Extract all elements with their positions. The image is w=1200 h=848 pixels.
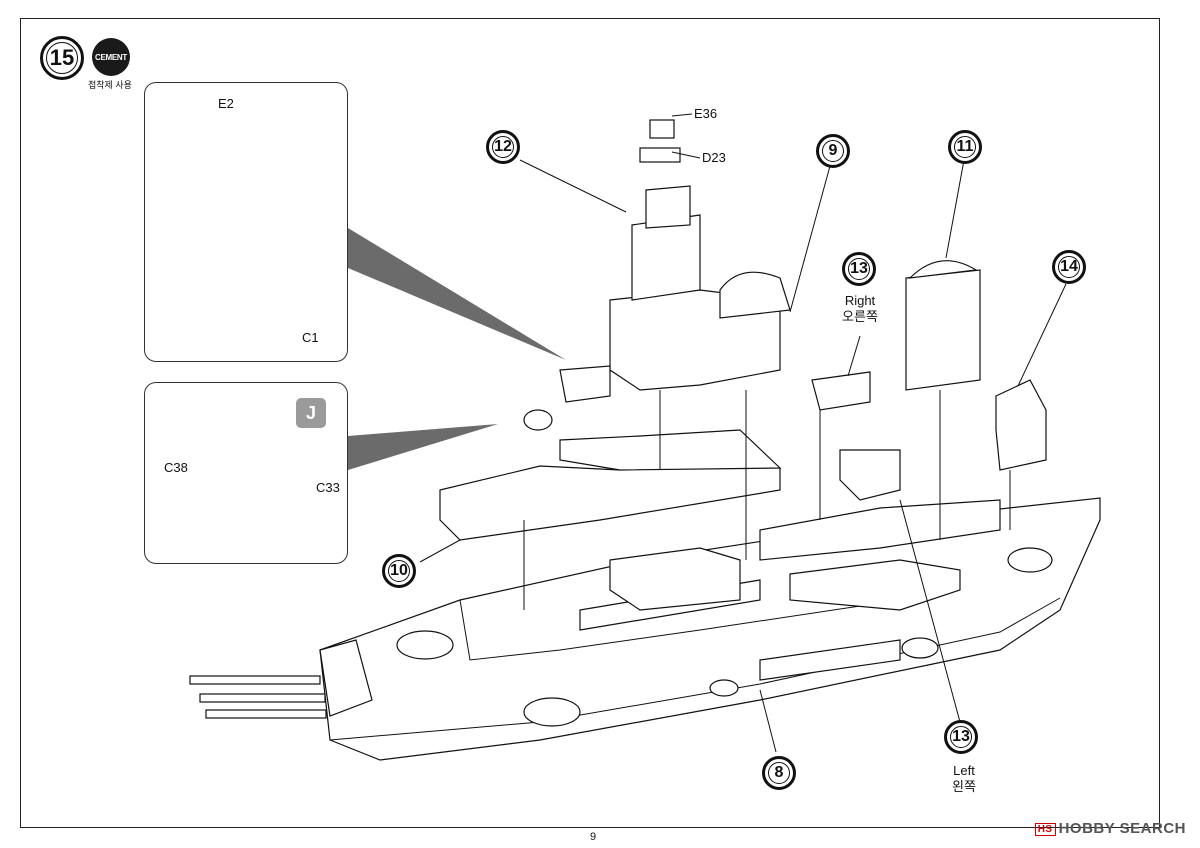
callout-9: 9 [816,134,850,168]
zoom-wedge-bottom [348,424,498,470]
deck-parts [439,371,1001,611]
side-label-left: Left 왼쪽 [942,763,986,795]
leader-lines [419,113,1067,753]
sequence-badge-j: J [296,398,326,428]
callout-13-right-number: 13 [850,260,868,277]
callout-12-number: 12 [494,138,512,155]
cement-label: CEMENT [95,52,127,62]
callout-11-number: 11 [956,138,974,155]
part-label-c1: C1 [302,330,319,345]
part-label-c38: C38 [164,460,188,475]
part-label-c33: C33 [316,480,340,495]
part-label-e2: E2 [218,96,234,111]
part-label-e36: E36 [694,106,718,121]
callout-11: 11 [948,130,982,164]
watermark-logo: HS [1034,822,1056,836]
callout-8: 8 [762,756,796,790]
part-label-d23: D23 [702,150,726,165]
callout-13-left: 13 [944,720,978,754]
page-border [20,18,1160,828]
page-number: 9 [590,831,597,843]
callout-13-left-number: 13 [952,728,970,745]
callout-8-number: 8 [774,764,784,781]
step-number: 15 [49,45,75,70]
side-label-left-en: Left [953,763,975,778]
callout-12: 12 [486,130,520,164]
callout-10-number: 10 [390,562,408,579]
callout-10: 10 [382,554,416,588]
watermark-text: HOBBY SEARCH [1058,820,1186,837]
superstructure [559,119,1047,471]
side-label-left-ko: 왼쪽 [952,779,976,794]
side-label-right-en: Right [844,293,876,308]
side-label-right: Right 오른쪽 [838,293,882,325]
step-number-badge: 15 [40,36,84,80]
callout-13-right: 13 [842,252,876,286]
cement-icon: CEMENT [92,38,130,76]
inset-top [144,82,348,362]
callout-9-number: 9 [828,142,838,159]
side-label-right-ko: 오른쪽 [842,309,878,324]
callout-14: 14 [1052,250,1086,284]
zoom-wedge-top [348,228,566,360]
cement-caption: 접착제 사용 [88,80,132,90]
callout-14-number: 14 [1060,258,1078,275]
